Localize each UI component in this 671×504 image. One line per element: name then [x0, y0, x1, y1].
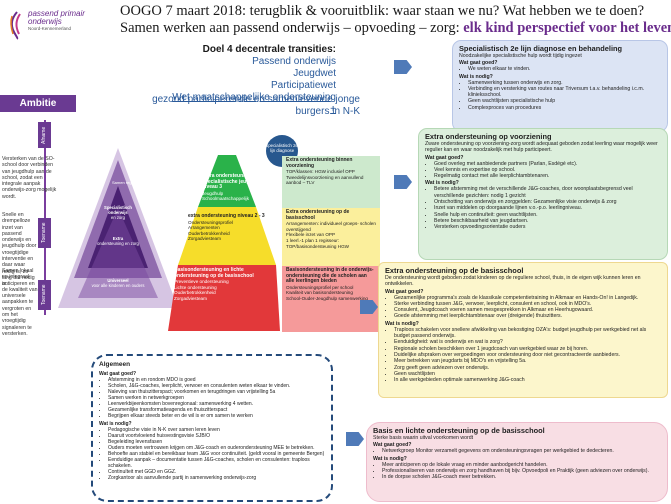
logo-text: passend primair onderwijs Noord-Kennemer…	[28, 9, 85, 32]
ambitie-label: Ambitie	[0, 95, 76, 112]
doel-item: Passend onderwijs	[252, 56, 336, 67]
doel-block: Doel 4 decentrale transities: Passend on…	[170, 44, 336, 116]
ambitie-text: Versterken van de SO-school door verbind…	[2, 156, 57, 200]
band-left-red: Basisondersteuning en lichte ondersteuni…	[174, 267, 254, 301]
band-left-green: Extra ondersteuning en specialistische j…	[202, 173, 263, 202]
doel-heading: Doel 4 decentrale transities:	[202, 44, 336, 55]
box-algemeen: Algemeen Wat gaat goed? Afstemming in en…	[91, 354, 333, 502]
box-basis-licht: Basis en lichte ondersteuning op de basi…	[366, 422, 668, 502]
tag-toename: Toename	[38, 218, 51, 248]
ambitie-text: Snelle en drempelloze inzet van passend …	[2, 212, 37, 288]
doel-footer: gezond participerende en samenlevende jo…	[152, 94, 360, 117]
ambitie-line	[44, 120, 46, 315]
band-right-green: Extra ondersteuning binnen voorziening T…	[282, 156, 380, 208]
logo-icon	[10, 11, 21, 40]
page-title: OOGO 7 maart 2018: terugblik & vooruitbl…	[120, 3, 671, 37]
ambitie-text: Samen lokaal en integraal anticiperen en…	[2, 268, 38, 337]
tag-toename: Toename	[38, 280, 51, 310]
band-left-yellow: extra ondersteuning niveau 2 - 3 Onderst…	[188, 213, 265, 242]
band-right-yellow: Extra ondersteuning op de basisschool Ar…	[282, 208, 380, 266]
pyramid-small-label: Samen regelen wat nodig is	[112, 180, 162, 185]
arrow-right-icon	[394, 175, 412, 189]
box-specialistisch: Specialistisch 2e lijn diagnose en behan…	[452, 40, 668, 132]
title-line-2: Samen werken aan passend onderwijs – opv…	[120, 20, 671, 36]
box-extra-basisschool: Extra ondersteuning op de basisschool De…	[378, 262, 668, 398]
tag-afname: Afname	[38, 122, 51, 148]
box-voorziening: Extra ondersteuning op voorziening Zware…	[418, 128, 668, 260]
doel-item: Wet maatschappelijke ondersteuning +	[172, 92, 336, 115]
arrow-right-icon	[346, 432, 364, 446]
doel-item: Participatiewet	[270, 80, 336, 91]
title-line-1: OOGO 7 maart 2018: terugblik & vooruitbl…	[120, 3, 645, 19]
arrow-right-icon	[394, 60, 412, 74]
purple-pyramid	[58, 148, 178, 308]
band-right-red: Basisondersteuning in de onderwijs- onde…	[282, 266, 380, 332]
doel-item: Jeugdwet	[293, 68, 336, 79]
arrow-right-icon	[360, 300, 378, 314]
colour-pyramid	[168, 155, 280, 331]
